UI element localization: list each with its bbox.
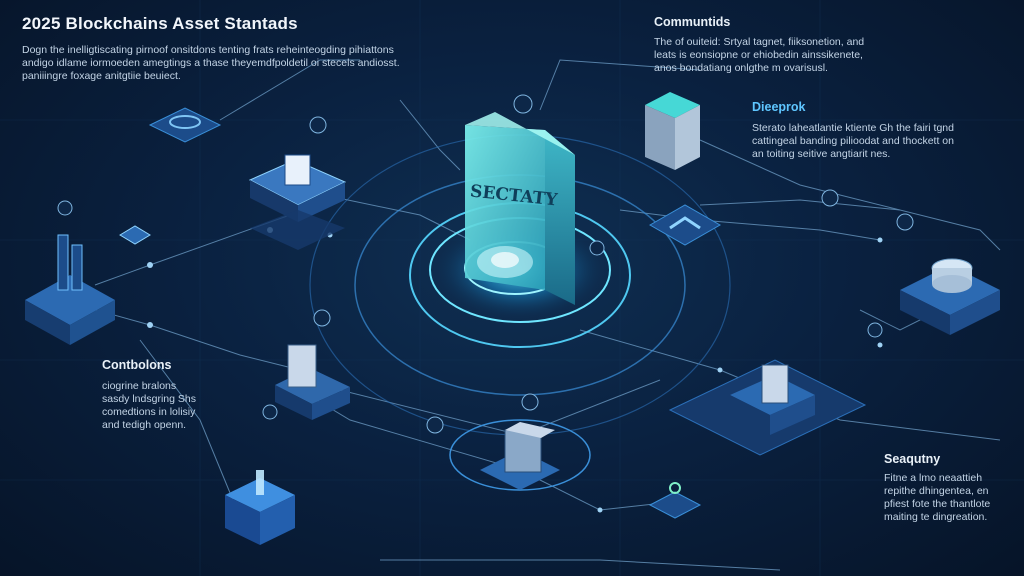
security-line: repithe dhingentea, en (884, 485, 989, 497)
database-tower-icon (449, 419, 591, 491)
communities-line: leats is eonsiopne or ehiobedin ainssike… (654, 49, 863, 61)
floating-icons (57, 94, 914, 434)
contributions-line: sasdy lndsgring Shs (102, 393, 196, 405)
cylinder-node-icon (900, 258, 1000, 335)
glowing-cube-icon (225, 470, 295, 545)
ring-platform-icon (148, 107, 222, 143)
deeprok-line: cattingeal banding pilioodat and thocket… (752, 135, 954, 147)
contributions-text: ciogrine bralons sasdy lndsgring Shs com… (102, 380, 196, 432)
chip-icon (119, 225, 151, 245)
platform-node-icon (648, 204, 722, 246)
intro-paragraph: Dogn the inelligtiscating pirnoof onsitd… (22, 44, 422, 83)
intro-line: Dogn the inelligtiscating pirnoof onsitd… (22, 44, 394, 56)
security-heading: Seaqutny (884, 452, 941, 466)
server-stack-icon (25, 234, 115, 345)
contributions-line: and tedigh openn. (102, 419, 187, 431)
intro-line: andigo idlame iormoeden amegtings a thas… (22, 57, 400, 69)
key-node-icon (648, 482, 702, 519)
contributions-line: comedtions in lolisiy (102, 406, 196, 418)
communities-line: anos bondatiang onlgthe m ovarisusl. (654, 62, 828, 74)
deeprok-line: Sterato laheatlantie ktiente Gh the fair… (752, 122, 954, 134)
cube-node-icon (645, 92, 700, 170)
deeprok-heading: Dieeprok (752, 100, 806, 114)
document-cube-icon (248, 154, 347, 250)
building-cube-icon (275, 344, 350, 420)
communities-text: The of ouiteid: Srtyal tagnet, fiiksonet… (654, 36, 864, 75)
security-line: pfiest fote the thantlote (884, 498, 991, 510)
page-title: 2025 Blockchains Asset Stantads (22, 14, 298, 33)
deeprok-line: an toiting seitive angtiarit nes. (752, 148, 891, 160)
deeprok-text: Sterato laheatlantie ktiente Gh the fair… (752, 122, 954, 161)
intro-line: paniiingre foxage anitgtiie beuiect. (22, 70, 181, 82)
communities-heading: Communtids (654, 15, 731, 29)
security-monolith-icon: SECTATY (465, 112, 575, 305)
communities-line: The of ouiteid: Srtyal tagnet, fiiksonet… (654, 36, 865, 48)
security-line: maiting te dingreation. (884, 511, 988, 523)
contributions-heading: Contbolons (102, 358, 172, 372)
security-text: Fitne a lmo neaattieh repithe dhingentea… (884, 472, 990, 524)
contributions-line: ciogrine bralons (102, 380, 177, 392)
security-line: Fitne a lmo neaattieh (884, 472, 983, 484)
network-node-icon (668, 359, 867, 456)
